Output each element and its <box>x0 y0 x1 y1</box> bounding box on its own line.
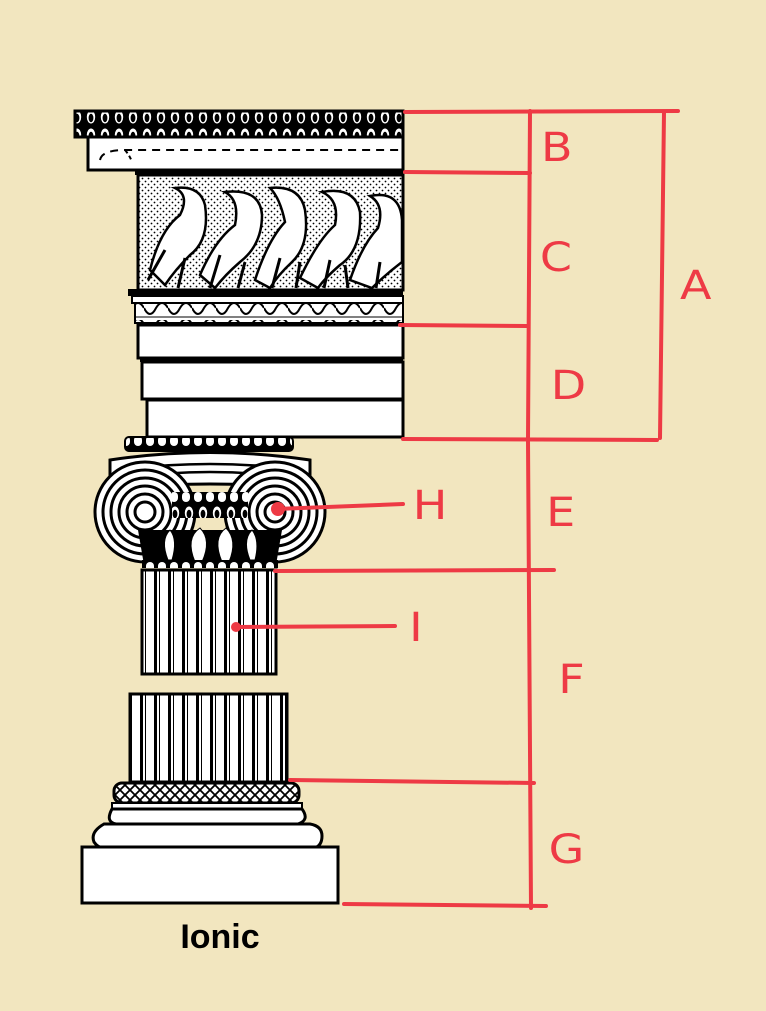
cornice <box>73 109 405 175</box>
capital <box>93 436 327 568</box>
shaft-lower <box>128 692 289 784</box>
label-h: H <box>412 483 448 529</box>
label-g: G <box>548 827 585 873</box>
entablature <box>73 109 405 439</box>
i-pointer-dot <box>231 622 241 632</box>
label-d: D <box>550 363 587 409</box>
label-f: F <box>558 657 585 703</box>
architrave <box>136 323 405 439</box>
annotation-lines <box>234 109 680 910</box>
shaft-upper <box>140 568 278 676</box>
label-a: A <box>679 263 712 309</box>
label-e: E <box>546 490 576 536</box>
label-c: C <box>539 235 573 281</box>
frieze-relief <box>128 173 405 324</box>
base <box>80 781 340 905</box>
diagram-caption: Ionic <box>180 918 260 956</box>
h-pointer-dot <box>271 502 285 516</box>
label-i: I <box>409 605 423 651</box>
label-b: B <box>540 125 573 171</box>
